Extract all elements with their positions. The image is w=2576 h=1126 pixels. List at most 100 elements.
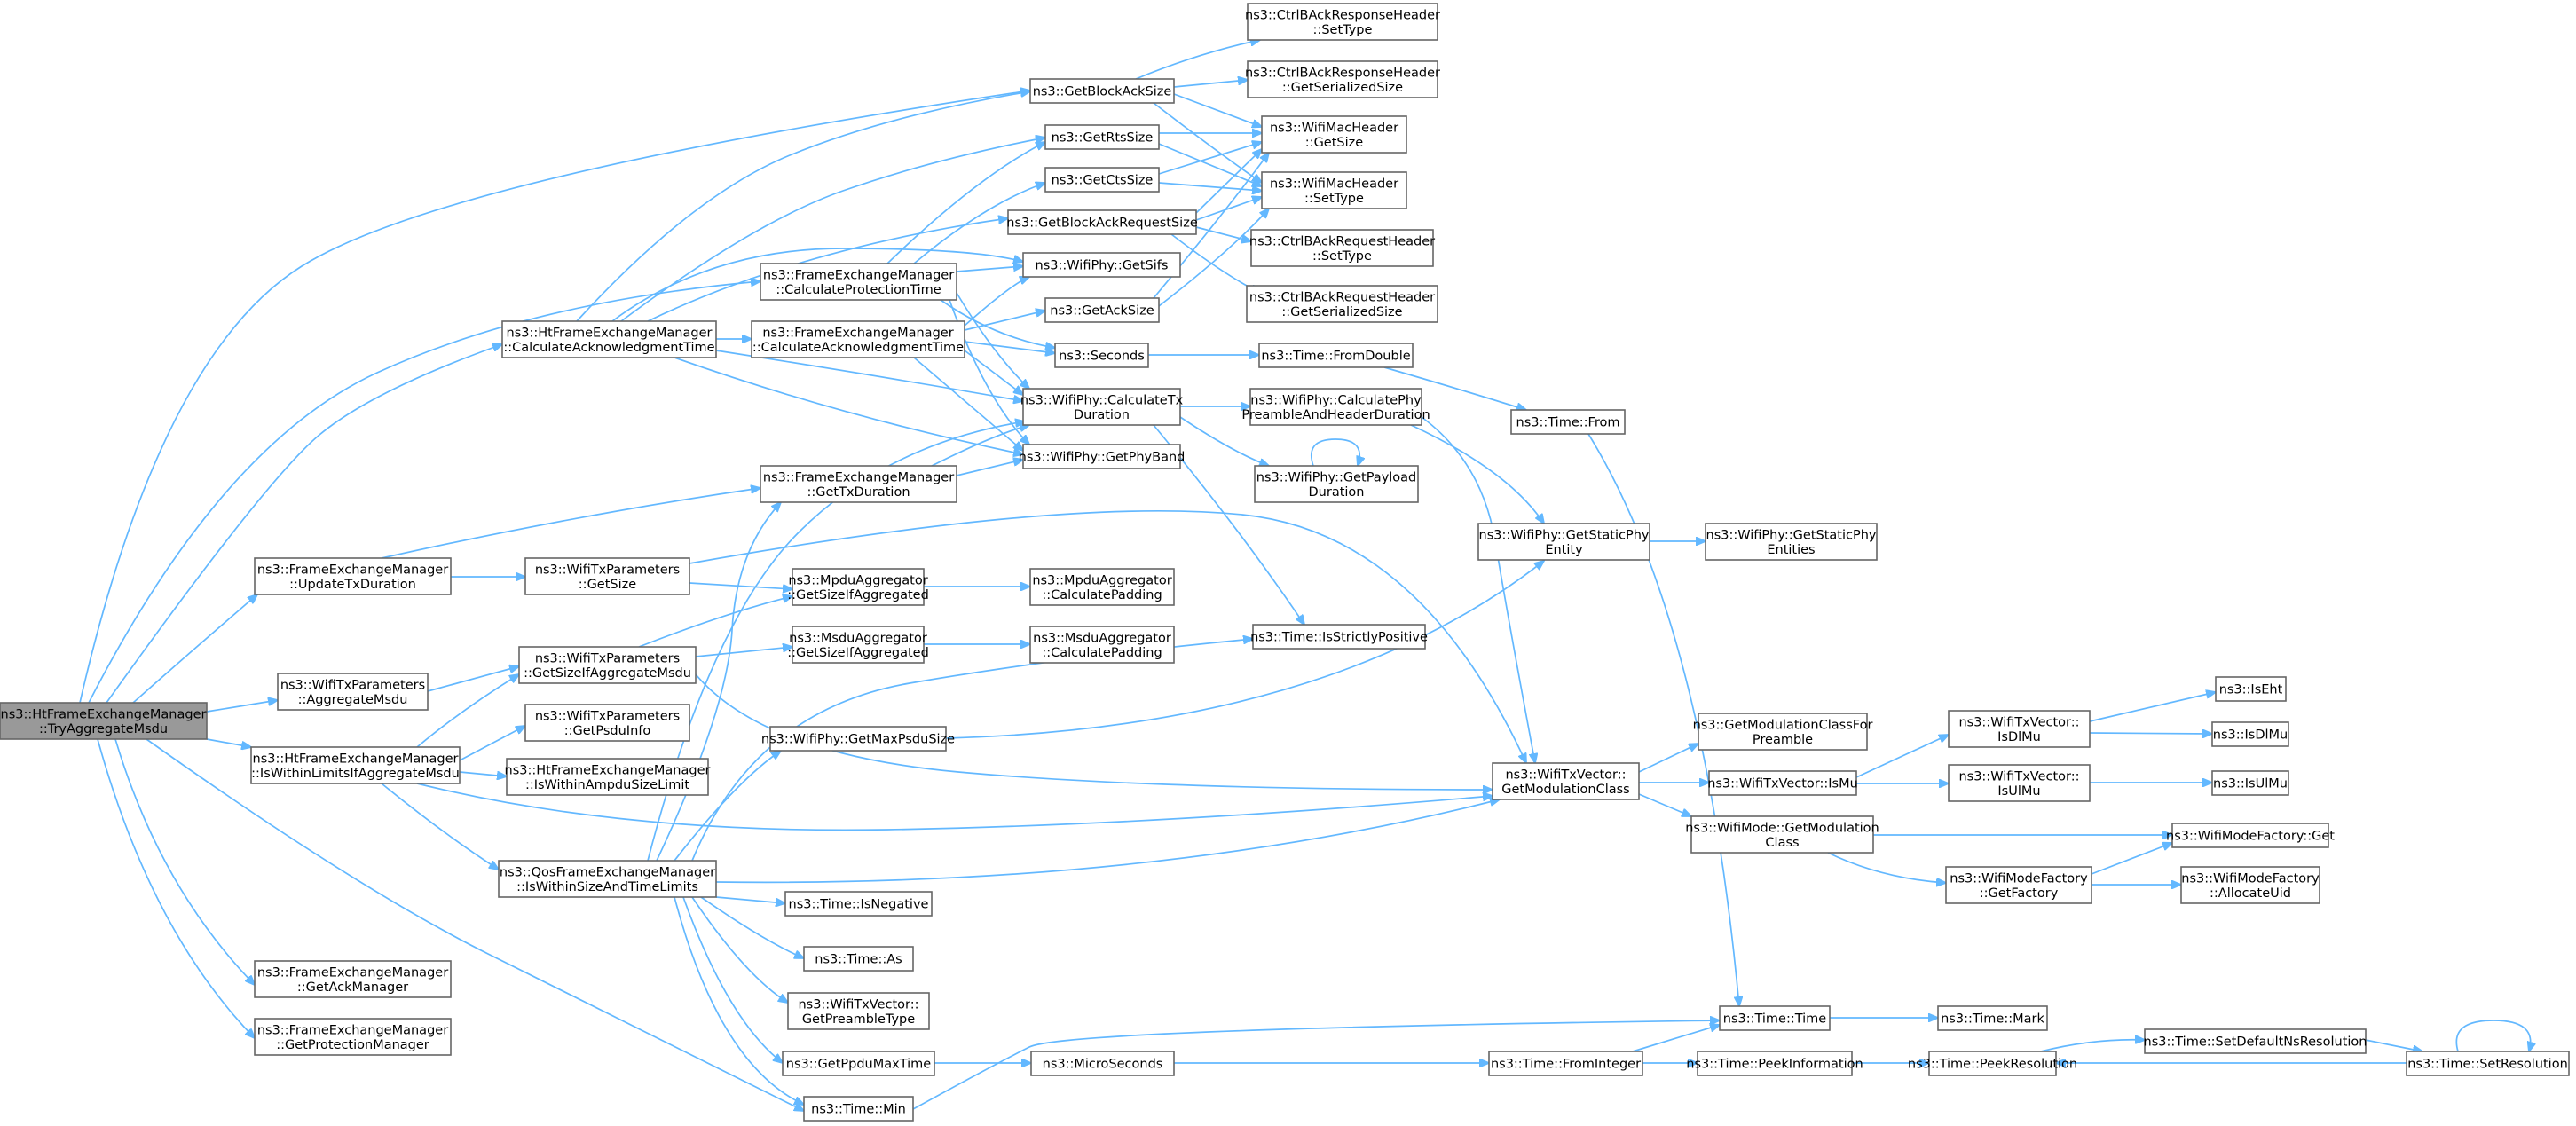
node-is-ul-mu[interactable]: ns3::IsUlMu bbox=[2211, 770, 2289, 796]
node-time-from-int[interactable]: ns3::Time::FromInteger bbox=[1488, 1051, 1643, 1076]
node-mac-get-size[interactable]: ns3::WifiMacHeader::GetSize bbox=[1261, 115, 1407, 154]
node-label-line: IsUlMu bbox=[1997, 784, 2040, 799]
node-label-line: ns3::Time::FromDouble bbox=[1261, 350, 1410, 364]
node-txv-get-mod[interactable]: ns3::WifiTxVector::GetModulationClass bbox=[1492, 762, 1640, 800]
node-get-ppdu-max[interactable]: ns3::GetPpduMaxTime bbox=[782, 1051, 935, 1076]
node-cbaresp-set-type[interactable]: ns3::CtrlBAckResponseHeader::SetType bbox=[1245, 3, 1440, 41]
node-time-is-neg[interactable]: ns3::Time::IsNegative bbox=[784, 891, 933, 917]
node-get-bar-size[interactable]: ns3::GetBlockAckRequestSize bbox=[1006, 209, 1198, 235]
node-agg-msdu[interactable]: ns3::WifiTxParameters::AggregateMsdu bbox=[277, 673, 429, 711]
node-time-set-res[interactable]: ns3::Time::SetResolution bbox=[2406, 1051, 2570, 1076]
node-mf-get[interactable]: ns3::WifiModeFactory::Get bbox=[2166, 823, 2335, 848]
node-label-line: ::GetSize bbox=[1305, 136, 1363, 150]
node-phy-get-sifs[interactable]: ns3::WifiPhy::GetSifs bbox=[1022, 252, 1181, 278]
node-label-line: ::GetSerializedSize bbox=[1281, 305, 1402, 319]
node-upd-tx[interactable]: ns3::FrameExchangeManager::UpdateTxDurat… bbox=[254, 557, 452, 595]
node-is-eht[interactable]: ns3::IsEht bbox=[2215, 676, 2287, 702]
node-label-line: ns3::GetModulationClassFor bbox=[1693, 718, 1873, 732]
node-mf-alloc-uid[interactable]: ns3::WifiModeFactory::AllocateUid bbox=[2180, 866, 2320, 904]
node-label-line: ns3::WifiMacHeader bbox=[1270, 177, 1398, 191]
node-txv-is-mu[interactable]: ns3::WifiTxVector::IsMu bbox=[1707, 770, 1858, 796]
node-box bbox=[1697, 1051, 1853, 1076]
node-txv-is-ul-mu[interactable]: ns3::WifiTxVector::IsUlMu bbox=[1948, 764, 2091, 802]
node-mac-set-type[interactable]: ns3::WifiMacHeader::SetType bbox=[1261, 171, 1407, 209]
node-box bbox=[1708, 770, 1857, 796]
node-label-line: ::IsWithinLimitsIfAggregateMsdu bbox=[251, 767, 460, 781]
node-fm-get-tx-dur[interactable]: ns3::FrameExchangeManager::GetTxDuration bbox=[760, 465, 957, 503]
edge-isWithinLim-to-txpGetPsdu bbox=[459, 726, 525, 761]
node-msdu-get-size[interactable]: ns3::MsduAggregator::GetSizeIfAggregated bbox=[787, 626, 929, 664]
edge-txvIsMu-to-txvIsDlMu bbox=[1855, 735, 1949, 778]
node-time-time[interactable]: ns3::Time::Time bbox=[1719, 1005, 1831, 1031]
node-cbareq-set-type[interactable]: ns3::CtrlBAckRequestHeader::SetType bbox=[1249, 229, 1435, 267]
node-time-min[interactable]: ns3::Time::Min bbox=[803, 1096, 914, 1122]
node-label-line: ns3::CtrlBAckResponseHeader bbox=[1245, 66, 1440, 80]
node-msdu-calc-pad[interactable]: ns3::MsduAggregator::CalculatePadding bbox=[1029, 626, 1175, 664]
node-cbareq-get-ser[interactable]: ns3::CtrlBAckRequestHeader::GetSerialize… bbox=[1246, 285, 1438, 323]
node-get-block-ack-size[interactable]: ns3::GetBlockAckSize bbox=[1029, 78, 1175, 104]
node-mpdu-calc-pad[interactable]: ns3::MpduAggregator::CalculatePadding bbox=[1029, 568, 1175, 606]
node-time-set-def-res[interactable]: ns3::Time::SetDefaultNsResolution bbox=[2144, 1028, 2367, 1054]
node-get-rts-size[interactable]: ns3::GetRtsSize bbox=[1044, 124, 1160, 150]
edge-root-to-getBlockAckSize bbox=[79, 91, 1030, 704]
node-phy-calc-pre[interactable]: ns3::WifiPhy::CalculatePhyPreambleAndHea… bbox=[1241, 388, 1430, 426]
node-label-line: ns3::GetCtsSize bbox=[1052, 174, 1154, 188]
node-label-line: ns3::Time::Mark bbox=[1941, 1012, 2044, 1027]
node-box bbox=[524, 704, 690, 742]
node-root[interactable]: ns3::HtFrameExchangeManager::TryAggregat… bbox=[0, 702, 208, 740]
node-txv-get-pre[interactable]: ns3::WifiTxVector::GetPreambleType bbox=[787, 992, 930, 1030]
node-time-peek-info[interactable]: ns3::Time::PeekInformation bbox=[1686, 1051, 1863, 1076]
node-mpdu-get-size[interactable]: ns3::MpduAggregator::GetSizeIfAggregated bbox=[787, 568, 929, 606]
node-time-from-double[interactable]: ns3::Time::FromDouble bbox=[1258, 343, 1414, 368]
node-box bbox=[1044, 124, 1160, 150]
node-label-line: GetModulationClass bbox=[1501, 783, 1629, 797]
edge-qosWithin-to-txvGetPre bbox=[691, 896, 788, 1003]
node-label-line: ns3::GetRtsSize bbox=[1052, 131, 1154, 146]
node-cbaresp-get-ser[interactable]: ns3::CtrlBAckResponseHeader::GetSerializ… bbox=[1245, 60, 1440, 98]
node-txp-get-psdu[interactable]: ns3::WifiTxParameters::GetPsduInfo bbox=[524, 704, 690, 742]
node-get-cts-size[interactable]: ns3::GetCtsSize bbox=[1044, 167, 1160, 193]
node-time-as[interactable]: ns3::Time::As bbox=[803, 946, 914, 972]
node-time-from[interactable]: ns3::Time::From bbox=[1510, 409, 1626, 435]
edge-fmCalcProt-to-phyGetSifs bbox=[956, 266, 1023, 272]
node-label-line: ns3::WifiMode::GetModulation bbox=[1685, 821, 1879, 835]
node-get-prot-mgr[interactable]: ns3::FrameExchangeManager::GetProtection… bbox=[254, 1018, 452, 1056]
edge-txvIsDlMu-to-isEht bbox=[2089, 692, 2216, 722]
node-mode-get-mod-class[interactable]: ns3::WifiMode::GetModulationClass bbox=[1685, 815, 1879, 854]
node-get-ack-mgr[interactable]: ns3::FrameExchangeManager::GetAckManager bbox=[254, 960, 452, 998]
node-time-is-strict[interactable]: ns3::Time::IsStrictlyPositive bbox=[1250, 624, 1428, 650]
node-is-dl-mu[interactable]: ns3::IsDlMu bbox=[2211, 721, 2289, 747]
node-is-within-lim[interactable]: ns3::HtFrameExchangeManager::IsWithinLim… bbox=[250, 746, 461, 784]
node-phy-get-band[interactable]: ns3::WifiPhy::GetPhyBand bbox=[1019, 444, 1186, 469]
node-label-line: ::GetFactory bbox=[1980, 886, 2059, 901]
node-mf-get-factory[interactable]: ns3::WifiModeFactory::GetFactory bbox=[1945, 866, 2092, 904]
node-box bbox=[792, 568, 925, 606]
node-txp-get-size-if-agg[interactable]: ns3::WifiTxParameters::GetSizeIfAggregat… bbox=[518, 646, 697, 684]
node-time-peek-res[interactable]: ns3::Time::PeekResolution bbox=[1908, 1051, 2077, 1076]
node-label-line: ::AllocateUid bbox=[2210, 886, 2291, 901]
node-fm-calc-ack[interactable]: ns3::FrameExchangeManager::CalculateAckn… bbox=[751, 320, 965, 358]
node-micro-seconds[interactable]: ns3::MicroSeconds bbox=[1030, 1051, 1175, 1076]
node-phy-get-max-psdu[interactable]: ns3::WifiPhy::GetMaxPsduSize bbox=[761, 726, 955, 752]
node-txv-is-dl-mu[interactable]: ns3::WifiTxVector::IsDlMu bbox=[1948, 710, 2091, 748]
node-ht-within-ampdu[interactable]: ns3::HtFrameExchangeManager::IsWithinAmp… bbox=[505, 758, 711, 796]
node-ht-calc-ack[interactable]: ns3::HtFrameExchangeManager::CalculateAc… bbox=[501, 320, 717, 358]
node-qos-within[interactable]: ns3::QosFrameExchangeManager::IsWithinSi… bbox=[498, 860, 717, 898]
node-time-mark[interactable]: ns3::Time::Mark bbox=[1937, 1005, 2048, 1031]
node-label-line: ::CalculatePadding bbox=[1042, 646, 1162, 660]
node-label-line: ::GetSize bbox=[579, 578, 636, 592]
node-box bbox=[769, 726, 947, 752]
node-label-line: ::GetTxDuration bbox=[807, 485, 910, 500]
node-txp-get-size[interactable]: ns3::WifiTxParameters::GetSize bbox=[524, 557, 690, 595]
node-fm-calc-prot[interactable]: ns3::FrameExchangeManager::CalculateProt… bbox=[760, 263, 957, 301]
node-label-line: ns3::FrameExchangeManager bbox=[763, 268, 954, 282]
node-seconds[interactable]: ns3::Seconds bbox=[1054, 343, 1149, 368]
node-box bbox=[1937, 1005, 2048, 1031]
node-get-ack-size[interactable]: ns3::GetAckSize bbox=[1044, 297, 1160, 323]
node-label-line: Class bbox=[1765, 836, 1799, 850]
